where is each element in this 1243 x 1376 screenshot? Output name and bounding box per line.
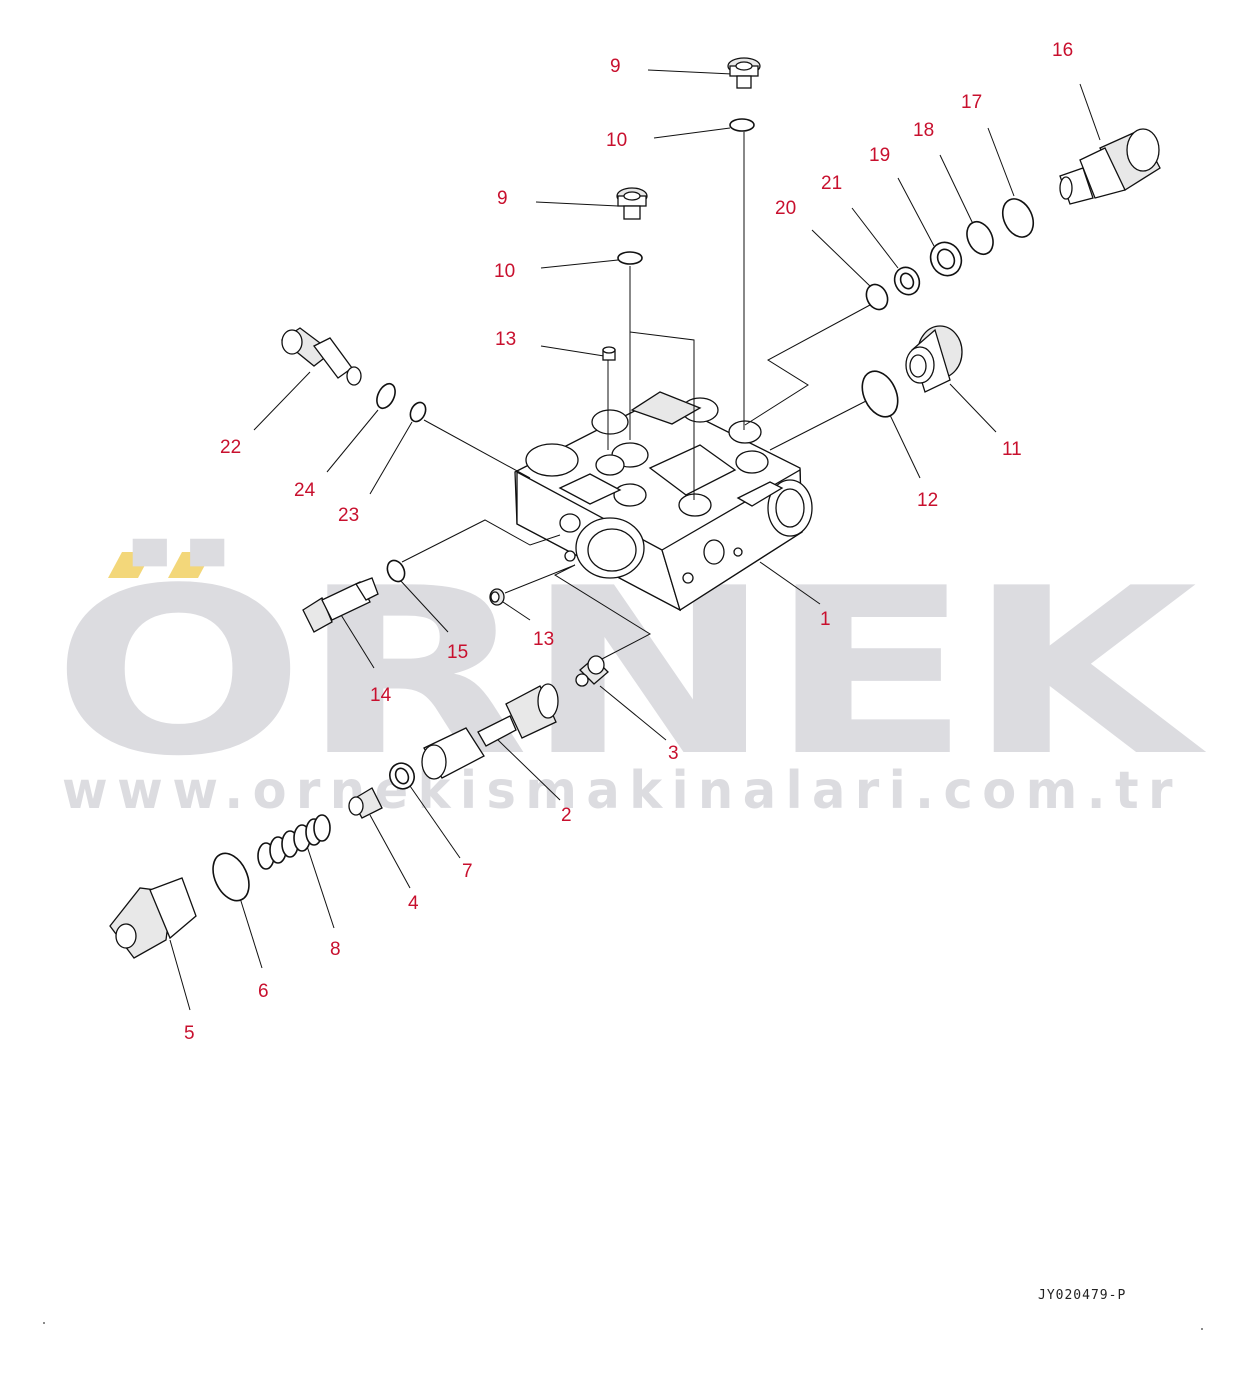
- callout-11: 11: [1002, 439, 1022, 460]
- callout-5: 5: [184, 1023, 195, 1044]
- part-7-ring: [389, 762, 415, 790]
- callout-9: 9: [610, 56, 621, 77]
- callout-1: 1: [820, 609, 831, 630]
- callout-21: 21: [821, 173, 842, 194]
- part-2-spool: [421, 683, 559, 780]
- callout-8: 8: [330, 939, 341, 960]
- callout-2: 2: [561, 805, 572, 826]
- part-24-oring: [376, 382, 396, 410]
- part-18-oring: [966, 220, 994, 256]
- callout-20: 20: [775, 198, 796, 219]
- part-13-plug: [489, 588, 505, 606]
- parts: [109, 57, 1161, 959]
- callout-6: 6: [258, 981, 269, 1002]
- callout-17: 17: [961, 92, 982, 113]
- callout-9: 9: [497, 188, 508, 209]
- part-12-oring: [861, 370, 899, 418]
- corner-mark-left: [43, 1322, 45, 1324]
- callout-3: 3: [668, 743, 679, 764]
- part-9-plug-top: [727, 57, 761, 89]
- part-4-plug: [348, 787, 383, 819]
- callout-18: 18: [913, 120, 934, 141]
- callout-labels: 9 10 9 10 16 17 18 19 21 20 13 22 24 23 …: [184, 40, 1073, 1044]
- part-21-ring: [893, 266, 921, 296]
- watermark-url: www.ornekismakinalari.com.tr: [62, 761, 1182, 821]
- part-16-solenoid: [1059, 128, 1161, 205]
- callout-13: 13: [533, 629, 554, 650]
- part-11-plug: [905, 325, 963, 393]
- part-19-ring: [929, 241, 963, 277]
- callout-4: 4: [408, 893, 419, 914]
- part-10-oring: [617, 251, 643, 265]
- part-17-oring: [1001, 198, 1035, 238]
- callout-23: 23: [338, 505, 359, 526]
- part-1-valve-body: [514, 391, 813, 612]
- part-10-oring-top: [729, 118, 755, 132]
- callout-19: 19: [869, 145, 890, 166]
- watermark-dot-left: [108, 552, 152, 578]
- callout-12: 12: [917, 490, 938, 511]
- part-20-oring: [865, 283, 889, 311]
- callout-22: 22: [220, 437, 241, 458]
- part-13-plug-top: [602, 346, 616, 361]
- part-8-spring: [257, 814, 331, 870]
- callout-15: 15: [447, 642, 468, 663]
- callout-16: 16: [1052, 40, 1073, 61]
- part-6-oring: [212, 852, 250, 902]
- part-14-valve: [302, 577, 379, 633]
- drawing-code: JY020479-P: [1038, 1288, 1126, 1303]
- part-15-oring: [386, 559, 406, 583]
- callout-24: 24: [294, 480, 316, 501]
- callout-10: 10: [606, 130, 627, 151]
- part-5-cap: [109, 877, 197, 959]
- watermark-dot-right: [168, 552, 212, 578]
- corner-mark-right: [1201, 1328, 1203, 1330]
- callout-7: 7: [462, 861, 473, 882]
- part-9-plug: [616, 187, 648, 220]
- part-3-plug: [575, 655, 609, 687]
- callout-13: 13: [495, 329, 516, 350]
- callout-10: 10: [494, 261, 515, 282]
- callout-14: 14: [370, 685, 392, 706]
- part-22-valve: [280, 327, 362, 386]
- part-23-oring: [409, 401, 427, 423]
- leader-lines: [169, 69, 1101, 1011]
